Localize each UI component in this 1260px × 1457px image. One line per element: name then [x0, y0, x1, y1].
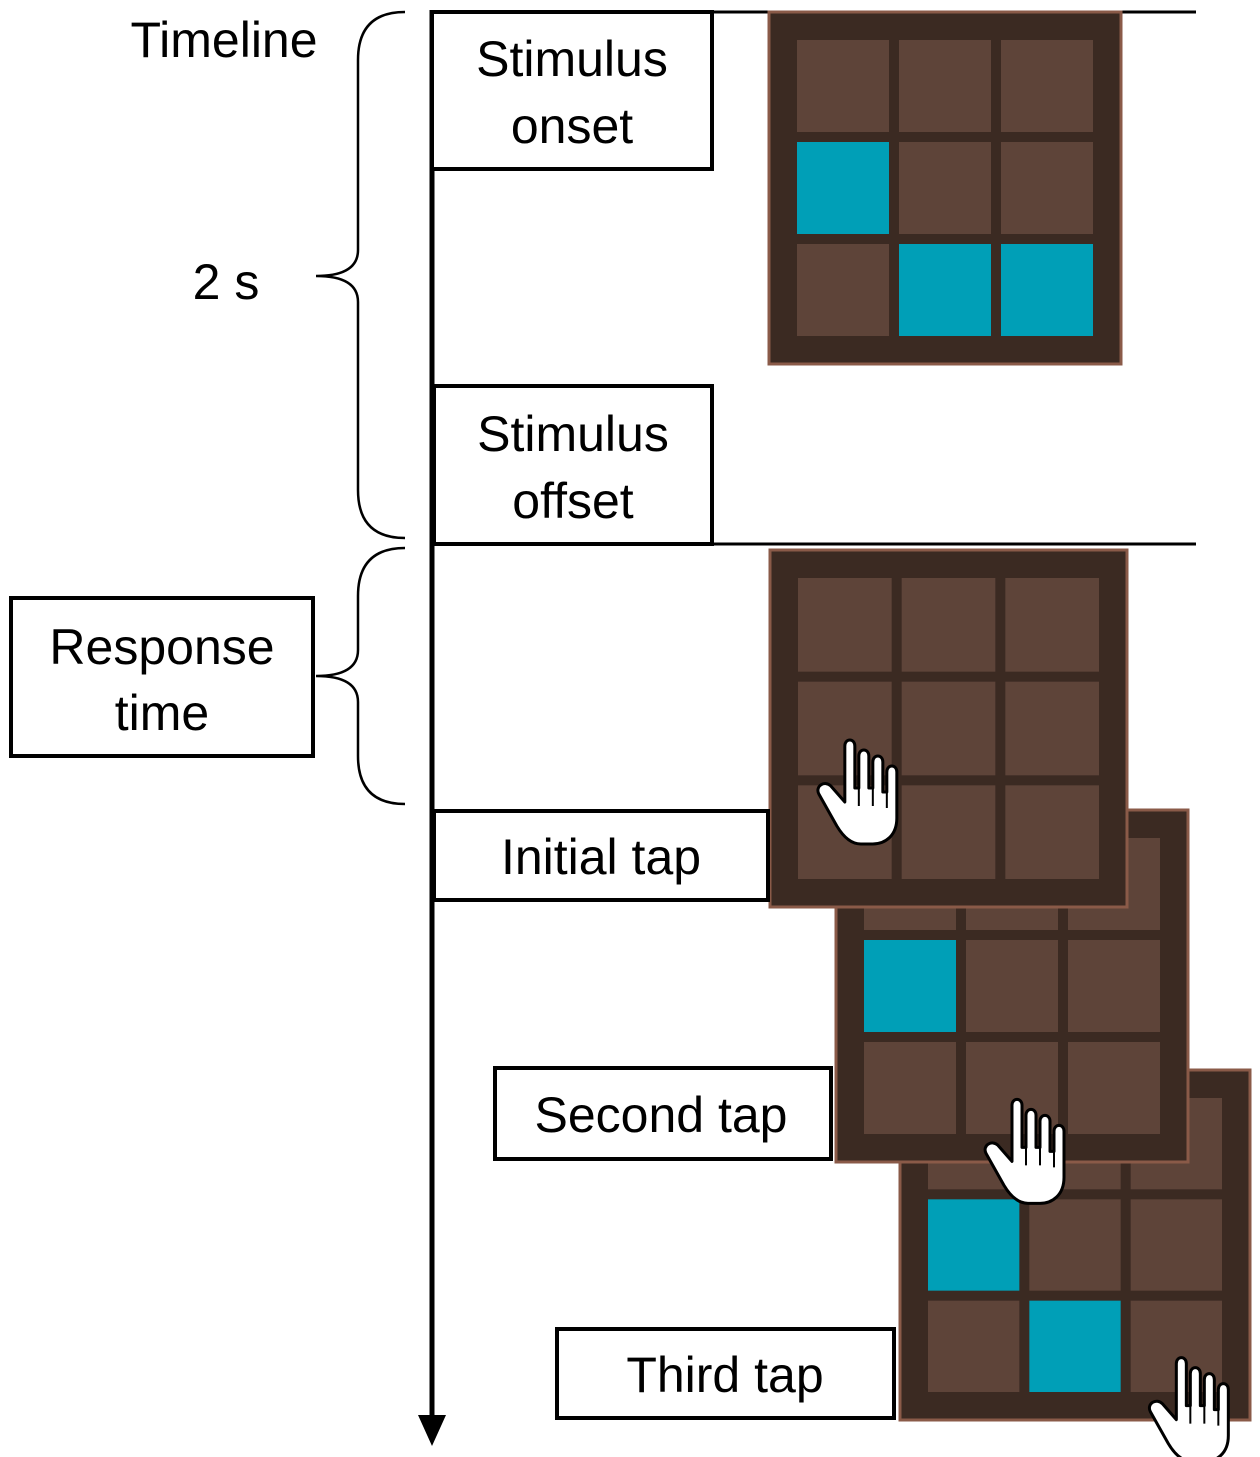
timeline-title: Timeline: [130, 12, 317, 68]
stimulus-offset-label-2: offset: [512, 473, 633, 529]
grid-cell[interactable]: [1005, 578, 1099, 672]
grid-cell[interactable]: [1005, 681, 1099, 776]
duration-brace: [315, 10, 406, 540]
grid-cell[interactable]: [1005, 785, 1099, 879]
stimulus-offset-box: [432, 384, 714, 546]
response-brace: [315, 546, 406, 806]
initial-tap-label: Initial tap: [501, 829, 701, 885]
timeline-arrowhead: [418, 1415, 446, 1446]
second-tap-box: [493, 1066, 833, 1161]
grid-cell[interactable]: [1029, 1199, 1121, 1291]
duration-label: 2 s: [193, 254, 260, 310]
stimulus-offset-label: Stimulus: [477, 406, 669, 462]
grid-cell[interactable]: [901, 681, 996, 776]
stimulus-grid: [767, 10, 1123, 366]
grid-cell-lit[interactable]: [899, 244, 991, 336]
grid-cell[interactable]: [1130, 1199, 1222, 1291]
grid-cell[interactable]: [797, 40, 889, 132]
response-time-label-2: time: [115, 685, 209, 741]
grid-cell-lit[interactable]: [1001, 244, 1093, 336]
grid-cell[interactable]: [901, 785, 996, 879]
third-tap-box: [555, 1327, 896, 1420]
initial-tap-grid: [768, 548, 1129, 909]
grid-cell-lit[interactable]: [1029, 1300, 1121, 1392]
grid-cell-lit[interactable]: [864, 940, 956, 1032]
grid-cell[interactable]: [901, 578, 996, 672]
second-tap-label: Second tap: [535, 1087, 788, 1143]
grid-cell[interactable]: [1001, 142, 1093, 234]
grid-cell[interactable]: [798, 578, 892, 672]
grid-cell[interactable]: [899, 142, 991, 234]
grid-cell-lit[interactable]: [797, 142, 889, 234]
stimulus-onset-label-2: onset: [511, 98, 633, 154]
response-time-label: Response: [49, 619, 274, 675]
grid-cell[interactable]: [864, 1042, 956, 1134]
grid-cell[interactable]: [899, 40, 991, 132]
initial-tap-box: [432, 809, 770, 902]
grid-cell[interactable]: [797, 244, 889, 336]
grid-cell[interactable]: [1001, 40, 1093, 132]
response-time-box: [9, 596, 315, 758]
grid-cell[interactable]: [966, 940, 1058, 1032]
grid-cell-lit[interactable]: [928, 1199, 1020, 1291]
grid-cell[interactable]: [1068, 1042, 1160, 1134]
stimulus-onset-box: [430, 10, 714, 171]
grid-cell[interactable]: [1068, 940, 1160, 1032]
grid-cell[interactable]: [928, 1300, 1020, 1392]
stimulus-onset-label: Stimulus: [476, 31, 668, 87]
third-tap-label: Third tap: [626, 1347, 823, 1403]
